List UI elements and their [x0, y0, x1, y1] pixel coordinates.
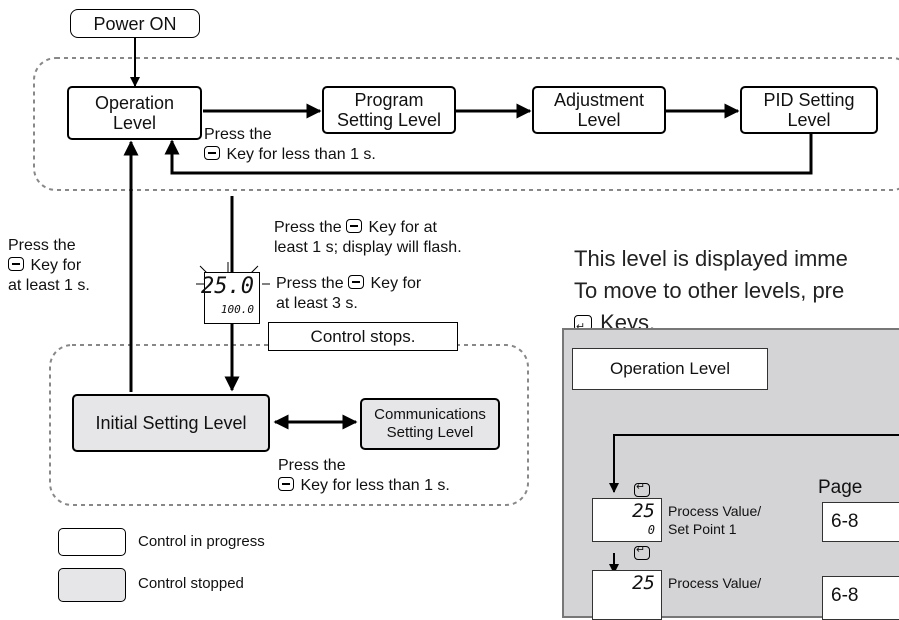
program-setting-level-box[interactable]: Program Setting Level	[322, 86, 456, 134]
sv-value-1: 0	[647, 523, 655, 537]
pv-display-2: 25	[592, 570, 662, 620]
operation-level-panel: Operation Level Page 25 0 Process Value/…	[562, 328, 899, 620]
panel-lines	[609, 434, 899, 574]
adjustment-label-1: Adjustment	[553, 90, 645, 110]
pv-value-1: 25	[632, 500, 655, 522]
pid-setting-label-2: Level	[787, 110, 831, 130]
operation-level-label-1: Operation	[94, 93, 175, 113]
return-key-icon	[634, 480, 650, 497]
adjustment-label-2: Level	[577, 110, 621, 130]
communications-label-1: Communications	[374, 406, 486, 423]
page-header: Page	[818, 477, 863, 498]
display-main-value: 25.0	[201, 274, 254, 299]
mode-key-icon	[204, 146, 220, 160]
panel-title-box: Operation Level	[572, 348, 768, 390]
press-less-1s-bottom: Press the Key for less than 1 s.	[278, 457, 450, 494]
pid-setting-label-1: PID Setting	[763, 90, 855, 110]
communications-setting-level-box[interactable]: Communications Setting Level	[360, 398, 500, 450]
controller-display: 25.0 100.0	[201, 272, 260, 324]
legend-stopped-label: Control stopped	[138, 575, 244, 592]
pv-value-2: 25	[632, 572, 655, 594]
legend-stopped-swatch	[58, 568, 126, 602]
description-line-2: To move to other levels, pre	[574, 278, 845, 303]
operation-level-label-2: Level	[112, 113, 157, 133]
normal-levels-group	[33, 57, 899, 191]
pv-display-1: 25 0	[592, 498, 662, 542]
operation-level-box[interactable]: Operation Level	[67, 86, 202, 140]
power-on-label: Power ON	[93, 13, 177, 34]
page-ref-1: 6-8	[822, 502, 899, 542]
press-less-1s-top: Press the Key for less than 1 s.	[204, 126, 376, 163]
mode-key-icon	[8, 257, 24, 271]
initial-setting-level-box[interactable]: Initial Setting Level	[72, 394, 270, 452]
description-line-1: This level is displayed imme	[574, 246, 848, 271]
return-key-icon	[634, 543, 650, 560]
press-at-least-1s-left: Press the Key for at least 1 s.	[8, 237, 90, 294]
panel-title: Operation Level	[609, 359, 731, 378]
legend-in-progress-label: Control in progress	[138, 533, 265, 550]
mode-key-icon	[348, 275, 365, 289]
page-ref-2: 6-8	[822, 576, 899, 620]
mode-key-icon	[346, 219, 363, 233]
connector-layer	[33, 37, 899, 506]
program-setting-label-2: Setting Level	[336, 110, 442, 130]
adjustment-level-box[interactable]: Adjustment Level	[532, 86, 666, 134]
program-setting-label-1: Program	[354, 90, 424, 110]
communications-label-2: Setting Level	[386, 424, 474, 441]
press-at-least-1s-flash: Press the Key for at least 1 s; display …	[274, 219, 462, 256]
mode-key-icon	[278, 477, 294, 491]
row-label-1: Process Value/ Set Point 1	[668, 503, 762, 537]
control-stops-label: Control stops.	[310, 326, 416, 346]
control-stops-box: Control stops.	[268, 322, 458, 351]
press-at-least-3s: Press the Key for at least 3 s.	[276, 275, 422, 312]
row-label-2: Process Value/	[668, 575, 762, 591]
pid-setting-level-box[interactable]: PID Setting Level	[740, 86, 878, 134]
display-sub-value: 100.0	[220, 303, 254, 316]
initial-setting-label: Initial Setting Level	[95, 413, 247, 433]
power-on-box: Power ON	[70, 9, 200, 38]
legend-in-progress-swatch	[58, 528, 126, 556]
